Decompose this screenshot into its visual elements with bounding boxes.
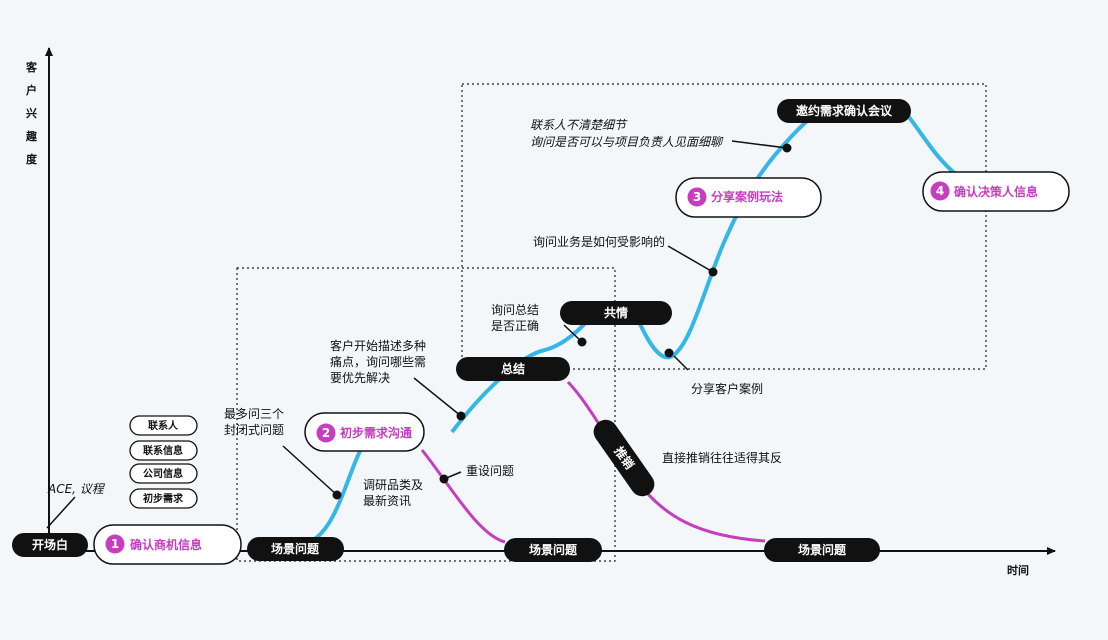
x-axis-label: 时间 bbox=[1007, 563, 1029, 577]
y-axis-label-char: 客 bbox=[25, 60, 38, 74]
note-closed-question: 最多问三个 bbox=[224, 407, 284, 421]
pill-scene-question-3: 场景问题 bbox=[764, 538, 880, 562]
note-pain: 要优先解决 bbox=[330, 371, 390, 385]
leader-line-impact bbox=[667, 245, 714, 273]
curve-blue-decline bbox=[903, 110, 960, 178]
note-push: 直接推销往往适得其反 bbox=[662, 450, 782, 465]
note-ace: ACE, 议程 bbox=[47, 482, 106, 496]
note-reset: 重设问题 bbox=[466, 464, 514, 478]
svg-text:邀约需求确认会议: 邀约需求确认会议 bbox=[796, 103, 893, 118]
stage-pill-4: 4 确认决策人信息 bbox=[922, 171, 1070, 212]
svg-text:总结: 总结 bbox=[501, 361, 525, 376]
stage-pill-3: 3 分享案例玩法 bbox=[675, 177, 822, 218]
pill-invite-meeting: 邀约需求确认会议 bbox=[777, 99, 911, 123]
note-research: 最新资讯 bbox=[363, 493, 411, 508]
pill-scene-question-2: 场景问题 bbox=[504, 538, 602, 562]
dotted-region-2 bbox=[461, 83, 987, 370]
svg-text:公司信息: 公司信息 bbox=[143, 467, 183, 480]
tag-contact: 联系人 bbox=[129, 415, 198, 436]
pill-start: 开场白 bbox=[12, 533, 88, 557]
svg-text:联系信息: 联系信息 bbox=[143, 444, 183, 457]
y-axis-label-char: 兴 bbox=[26, 106, 37, 120]
note-confirm: 是否正确 bbox=[491, 319, 539, 333]
curve-dot bbox=[332, 490, 342, 500]
note-research: 调研品类及 bbox=[363, 478, 423, 492]
curve-dot bbox=[708, 267, 718, 277]
note-detail: 询问是否可以与项目负责人见面细聊 bbox=[530, 135, 724, 149]
note-impact: 询问业务是如何受影响的 bbox=[533, 234, 665, 249]
curve-dot bbox=[782, 143, 792, 153]
leader-line-ace bbox=[46, 496, 76, 529]
pill-scene-question-1: 场景问题 bbox=[247, 537, 344, 561]
pill-summary: 总结 bbox=[456, 357, 570, 381]
svg-text:开场白: 开场白 bbox=[32, 537, 68, 552]
curve-dot bbox=[577, 337, 587, 347]
note-detail: 联系人不清楚细节 bbox=[530, 118, 628, 132]
y-axis-label-char: 趣 bbox=[25, 129, 38, 143]
note-pain: 痛点，询问哪些需 bbox=[330, 354, 426, 369]
curve-magenta-reset bbox=[420, 449, 506, 544]
svg-text:场景问题: 场景问题 bbox=[798, 542, 847, 557]
curve-dot bbox=[664, 348, 674, 358]
svg-text:2: 2 bbox=[322, 426, 330, 440]
note-closed-question: 封闭式问题 bbox=[224, 423, 284, 437]
svg-text:1: 1 bbox=[111, 537, 119, 551]
stage-pill-2: 2 初步需求沟通 bbox=[304, 412, 425, 452]
note-confirm: 询问总结 bbox=[491, 303, 539, 317]
y-axis-label-char: 户 bbox=[26, 83, 37, 97]
leader-line-pain bbox=[413, 377, 462, 417]
svg-text:场景问题: 场景问题 bbox=[529, 542, 578, 557]
tag-company-info: 公司信息 bbox=[129, 463, 198, 484]
svg-text:3: 3 bbox=[693, 190, 701, 204]
svg-text:初步需求: 初步需求 bbox=[143, 492, 184, 505]
svg-text:共情: 共情 bbox=[604, 305, 628, 320]
svg-text:初步需求沟通: 初步需求沟通 bbox=[340, 425, 412, 440]
leader-line-share-case bbox=[673, 355, 689, 371]
stage-pill-1: 1 确认商机信息 bbox=[93, 524, 242, 565]
svg-text:场景问题: 场景问题 bbox=[271, 541, 320, 556]
note-pain: 客户开始描述多种 bbox=[330, 338, 426, 353]
curve-dot bbox=[456, 411, 466, 421]
note-share-case: 分享客户案例 bbox=[691, 381, 763, 396]
svg-text:联系人: 联系人 bbox=[148, 419, 179, 432]
svg-text:分享案例玩法: 分享案例玩法 bbox=[711, 189, 783, 204]
curve-blue-dip-rise bbox=[638, 110, 822, 360]
svg-text:确认决策人信息: 确认决策人信息 bbox=[954, 184, 1038, 199]
curve-dot bbox=[439, 474, 449, 484]
dotted-region-1 bbox=[236, 267, 616, 562]
leader-line-closed-q bbox=[282, 445, 338, 496]
y-axis-label-char: 度 bbox=[26, 152, 38, 166]
leader-line-detail bbox=[731, 140, 788, 149]
pill-empathy: 共情 bbox=[560, 301, 672, 325]
svg-text:4: 4 bbox=[936, 184, 944, 198]
tag-initial-needs: 初步需求 bbox=[129, 488, 198, 509]
pill-push: 推销 bbox=[593, 419, 655, 497]
svg-text:确认商机信息: 确认商机信息 bbox=[130, 537, 202, 552]
tag-contact-info: 联系信息 bbox=[129, 440, 198, 461]
